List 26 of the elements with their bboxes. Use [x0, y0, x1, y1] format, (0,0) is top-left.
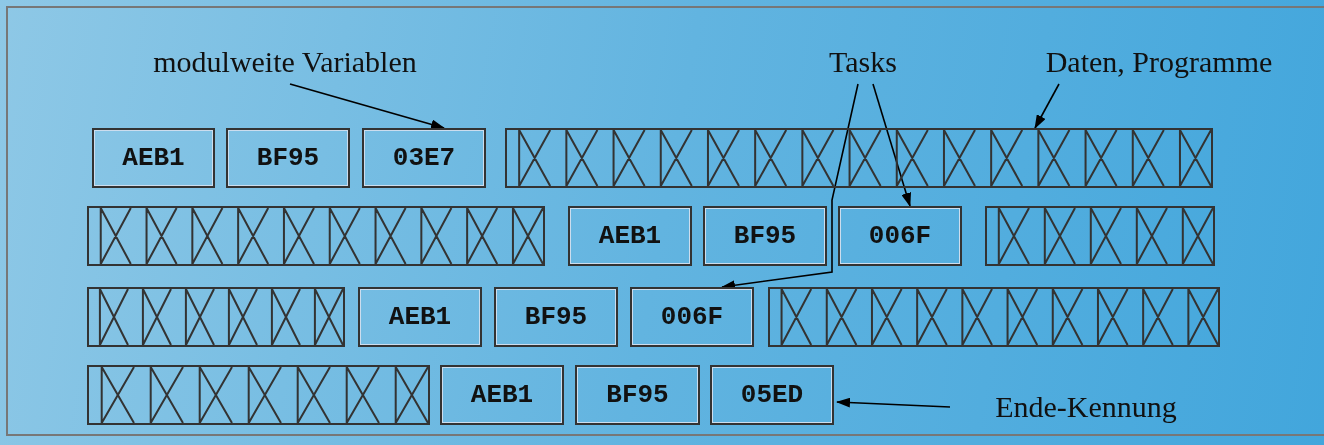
memory-cell: AEB1 — [440, 365, 564, 425]
memory-cell: AEB1 — [358, 287, 482, 347]
memory-cell: BF95 — [226, 128, 350, 188]
data-block — [87, 206, 545, 266]
annotation-label: modulweite Variablen — [95, 40, 475, 84]
leader-arrow — [872, 83, 911, 207]
memory-cell: BF95 — [703, 206, 827, 266]
memory-cell: 05ED — [710, 365, 834, 425]
data-block — [87, 365, 430, 425]
annotation-label: Ende-Kennung — [955, 385, 1217, 429]
data-block — [505, 128, 1213, 188]
data-block — [768, 287, 1220, 347]
data-block — [985, 206, 1215, 266]
leader-arrow — [289, 83, 445, 130]
memory-cell: 006F — [838, 206, 962, 266]
annotation-label: Daten, Programme — [1000, 40, 1318, 84]
memory-cell: 03E7 — [362, 128, 486, 188]
memory-cell: AEB1 — [568, 206, 692, 266]
leader-arrow — [836, 397, 951, 408]
memory-cell: 006F — [630, 287, 754, 347]
memory-cell: AEB1 — [92, 128, 215, 188]
data-block — [87, 287, 345, 347]
annotation-label: Tasks — [808, 40, 918, 84]
memory-cell: BF95 — [494, 287, 618, 347]
leader-arrow — [1034, 83, 1060, 129]
memory-cell: BF95 — [575, 365, 700, 425]
